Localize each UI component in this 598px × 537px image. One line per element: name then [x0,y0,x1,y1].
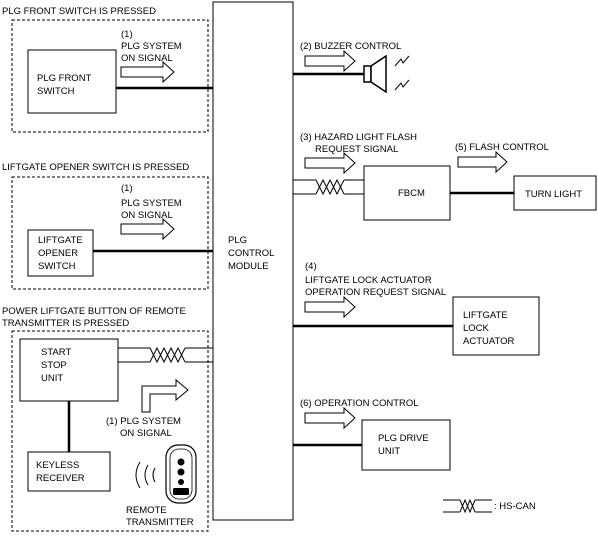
start-stop-label-3: UNIT [41,373,63,384]
s1-opener-a: PLG SYSTEM [121,198,182,209]
s6-label: (6) OPERATION CONTROL [300,398,419,409]
s1-front-a: PLG SYSTEM [121,41,182,52]
plg-front-switch-box [27,49,117,114]
signal-arrow-icon [120,217,175,241]
start-stop-label-1: START [41,347,71,358]
remote-label-2: TRANSMITTER [126,517,194,528]
plg-module-label-1: PLG [228,235,247,246]
s1-remote-b: ON SIGNAL [120,428,172,439]
turn-light-box [513,175,597,211]
plg-drive-unit-box [361,419,451,471]
plg-module-label-3: MODULE [228,261,269,272]
remote-key-icon [135,444,197,504]
plg-front-switch-label-2: SWITCH [37,86,75,97]
s5-label: (5) FLASH CONTROL [455,142,549,153]
opener-label-3: SWITCH [38,261,76,272]
lock-actuator-label-1: LIFTGATE [463,310,508,321]
drive-unit-label-2: UNIT [378,446,400,457]
plg-control-module-box [212,1,294,521]
hs-can-twisted-pair-icon [118,346,213,364]
s1-front-b: ON SIGNAL [121,53,173,64]
s1-front-num: (1) [121,29,133,40]
signal-arrow-icon [304,49,356,73]
hs-can-twisted-pair-icon [293,178,364,196]
s4-num: (4) [305,261,317,272]
start-stop-label-2: STOP [41,360,67,371]
liftgate-opener-switch-box [27,229,94,277]
remote-label-1: REMOTE [126,505,167,516]
s1-opener-num: (1) [121,183,133,194]
buzzer-icon [363,54,387,94]
signal-arrow-icon [304,151,356,175]
keyless-label-1: KEYLESS [36,460,79,471]
hs-can-twisted-pair-icon [443,498,492,514]
s1-opener-b: ON SIGNAL [121,210,173,221]
s4-label-b: OPERATION REQUEST SIGNAL [305,287,446,298]
keyless-label-2: RECEIVER [36,473,85,484]
s3-label-a: (3) HAZARD LIGHT FLASH [300,132,417,143]
section-title-opener: LIFTGATE OPENER SWITCH IS PRESSED [2,162,189,173]
legend-hs-can: : HS-CAN [494,501,536,512]
group-front-switch [11,19,209,133]
keyless-receiver-box [27,451,111,492]
plg-front-switch-label-1: PLG FRONT [37,73,92,84]
signal-arrow-icon [304,295,356,319]
lock-actuator-label-2: LOCK [463,323,490,334]
signal-arrow-icon [304,406,356,430]
signal-arrow-icon [141,378,189,413]
signal-arrow-icon [457,150,508,174]
opener-label-1: LIFTGATE [38,235,83,246]
drive-unit-label-1: PLG DRIVE [378,433,429,444]
lock-actuator-label-3: ACTUATOR [463,336,515,347]
section-title-remote-2: TRANSMITTER IS PRESSED [2,318,129,329]
plg-module-label-2: CONTROL [228,248,274,259]
group-remote [11,330,209,532]
turn-light-label: TURN LIGHT [525,189,582,200]
s3-label-b: REQUEST SIGNAL [315,144,398,155]
section-title-remote-1: POWER LIFTGATE BUTTON OF REMOTE [2,306,186,317]
sound-waves-icon [394,55,410,91]
s1-remote-a: (1) PLG SYSTEM [106,416,181,427]
s2-label: (2) BUZZER CONTROL [300,41,401,52]
opener-label-2: OPENER [38,248,78,259]
section-title-front-switch: PLG FRONT SWITCH IS PRESSED [2,6,156,17]
signal-arrow-icon [120,60,175,84]
liftgate-lock-actuator-box [452,296,540,356]
s4-label-a: LIFTGATE LOCK ACTUATOR [305,275,432,286]
fbcm-label: FBCM [398,188,425,199]
fbcm-box [363,165,451,221]
group-opener-switch [11,176,209,290]
